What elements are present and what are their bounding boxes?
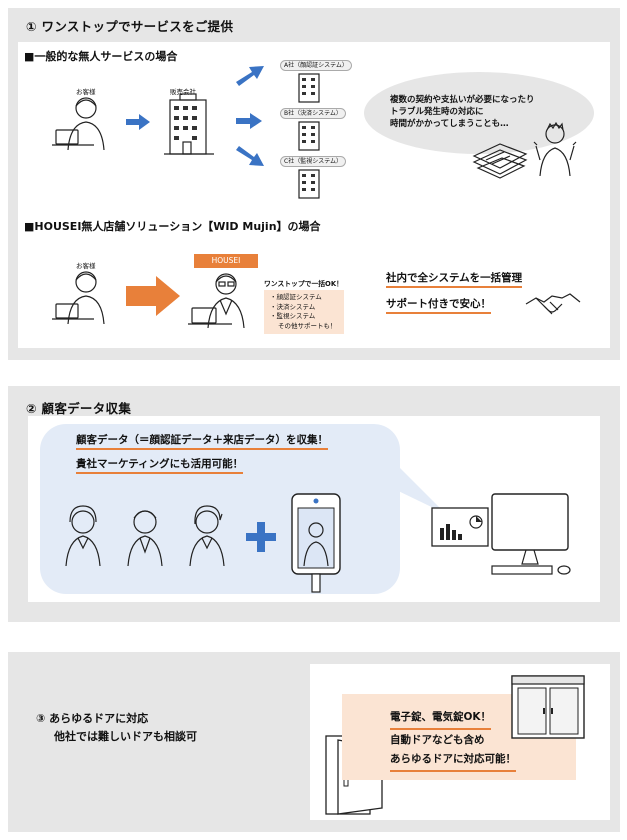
trouble-text: 複数の契約や支払いが必要になったり トラブル発生時の対応に 時間がかかってしまう…: [390, 94, 535, 130]
customer-label: お客様: [76, 88, 96, 96]
plus-icon: [246, 522, 276, 552]
face-recognition-terminal-icon: [291, 493, 341, 593]
elderly-woman-icon: [65, 505, 101, 567]
arrow-right-icon: [236, 113, 262, 129]
onestop-ok-text: ワンストップで一括OK！: [264, 280, 343, 288]
customer-at-laptop-icon: [52, 97, 105, 151]
trouble-line: 複数の契約や支払いが必要になったり: [390, 95, 535, 105]
paper-pile-icon: [472, 143, 528, 179]
wid-mujin-heading: ■HOUSEI無人店舗ソリューション【WID Mujin】の場合: [24, 220, 321, 233]
section-title-customer-data: ② 顧客データ収集: [26, 401, 132, 416]
trouble-line: トラブル発生時の対応に: [390, 107, 484, 117]
benefit-support: サポート付きで安心！: [386, 296, 491, 314]
section-onestop: ① ワンストップでサービスをご提供 ■一般的な無人サービスの場合 お客様 販売会…: [8, 8, 620, 360]
customer-at-laptop-icon: [52, 271, 105, 325]
door-feature-text: 電子錠、電気錠OK！ 自動ドアなども含め あらゆるドアに対応可能！: [390, 708, 516, 772]
benefit-management: 社内で全システムを一括管理: [386, 270, 523, 288]
handshake-icon: [525, 293, 581, 315]
company-a-label: A社（顔認証システム）: [280, 60, 352, 71]
company-b-building-icon: [298, 121, 320, 151]
service-list-box: ・顔認証システム ・決済システム ・監視システム その他サポートも！: [264, 290, 344, 334]
section-title-onestop: ① ワンストップでサービスをご提供: [26, 19, 234, 34]
company-b-label: B社（決済システム）: [280, 108, 346, 119]
marketing-text: 貴社マーケティングにも活用可能！: [76, 456, 244, 474]
trouble-bubble: [364, 72, 594, 154]
big-orange-arrow-icon: [126, 276, 180, 316]
arrow-down-right-icon: [236, 146, 264, 166]
section-customer-data: ② 顧客データ収集 顧客データ（＝顔認証データ＋来店データ）を収集！ 貴社マーケ…: [8, 386, 620, 622]
seller-label: 販売会社: [170, 88, 196, 96]
sliding-door-icon: [511, 675, 585, 739]
door-feature-line: 電子錠、電気錠OK！: [390, 708, 492, 730]
any-door-text: ③ あらゆるドアに対応 他社では難しいドアも相談可: [36, 710, 197, 746]
company-c-building-icon: [298, 169, 320, 199]
company-a-building-icon: [298, 73, 320, 103]
service-item: ・監視システム: [270, 312, 316, 320]
section-any-door: ③ あらゆるドアに対応 他社では難しいドアも相談可 電子錠、電気錠OK！ 自動ド…: [8, 652, 620, 832]
businesswoman-icon: [189, 505, 225, 567]
service-item: その他サポートも！: [278, 321, 337, 330]
any-door-subtitle: 他社では難しいドアも相談可: [54, 730, 197, 743]
speech-bubble-tail: [388, 456, 446, 514]
onestop-content: ■一般的な無人サービスの場合 お客様 販売会社: [18, 42, 610, 348]
seller-building-icon: [164, 93, 214, 155]
service-item: ・顔認証システム: [270, 293, 322, 301]
housei-badge: HOUSEI: [194, 254, 258, 268]
arrow-up-right-icon: [236, 66, 264, 86]
door-feature-line: 自動ドアなども含め: [390, 734, 485, 746]
section-title-any-door: ③ あらゆるドアに対応: [36, 712, 149, 725]
arrow-right-icon: [126, 114, 150, 130]
desktop-computer-icon: [431, 493, 571, 575]
worried-person-icon: [533, 121, 577, 177]
company-c-label: C社（監視システム）: [280, 156, 347, 167]
service-item: ・決済システム: [270, 302, 316, 311]
trouble-line: 時間がかかってしまうことも…: [390, 119, 509, 129]
data-collection-text: 顧客データ（＝顔認証データ＋来店データ）を収集！: [76, 432, 328, 450]
door-feature-line: あらゆるドアに対応可能！: [390, 750, 516, 772]
general-service-heading: ■一般的な無人サービスの場合: [24, 50, 178, 63]
businessman-icon: [127, 510, 163, 567]
door-content: 電子錠、電気錠OK！ 自動ドアなども含め あらゆるドアに対応可能！: [310, 664, 610, 820]
housei-staff-icon: [188, 273, 245, 329]
customer-data-content: 顧客データ（＝顔認証データ＋来店データ）を収集！ 貴社マーケティングにも活用可能…: [28, 416, 600, 602]
customer-label: お客様: [76, 262, 96, 270]
